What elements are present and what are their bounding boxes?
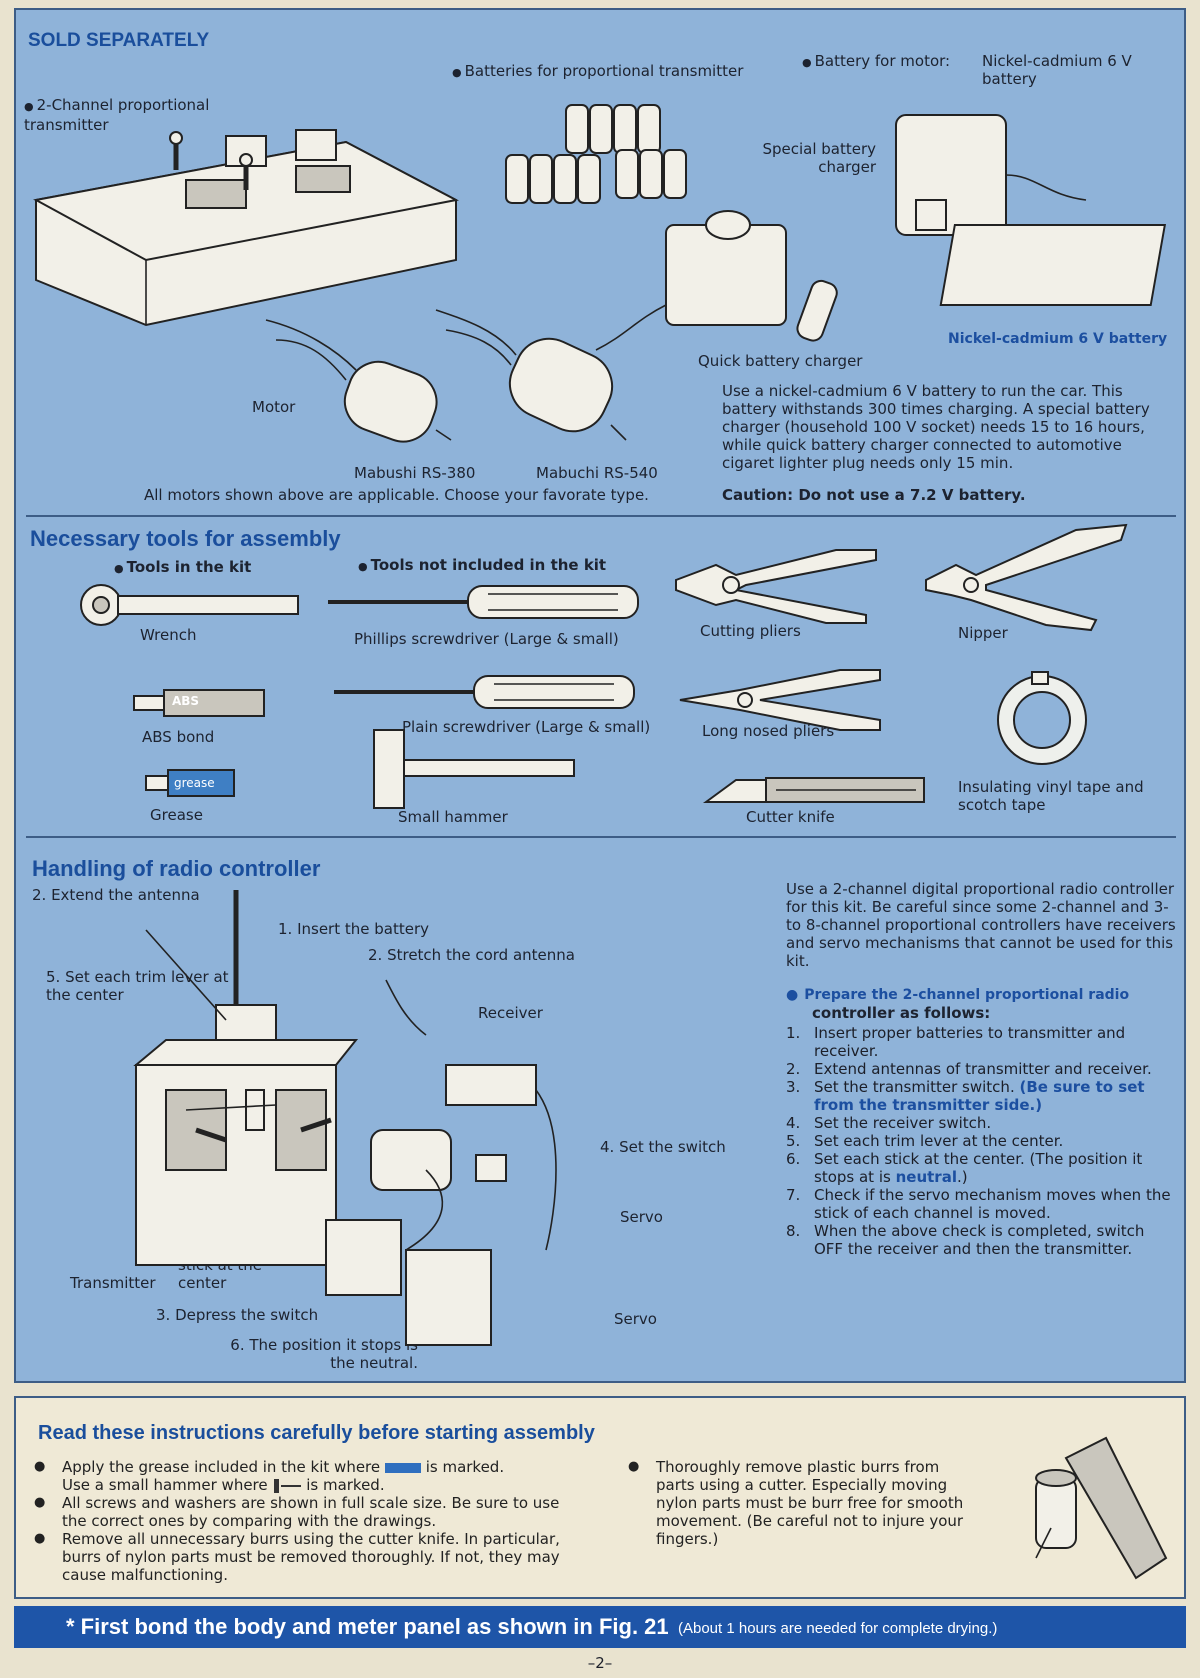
servo-label-1: Servo (620, 1208, 663, 1226)
special-charger-label: Special battery charger (762, 140, 876, 176)
plain-screwdriver-illustration (334, 675, 635, 709)
nicad-battery-label: Nickel-cadmium 6 V battery (948, 331, 1168, 347)
tools-not-in-kit-label: Tools not included in the kit (358, 556, 607, 576)
cutting-pliers-label: Cutting pliers (700, 622, 801, 640)
long-nosed-pliers-illustration (679, 669, 881, 731)
radio-steps-list: 1.Insert proper batteries to transmitter… (786, 1024, 1178, 1258)
receiver-label: Receiver (478, 1004, 543, 1022)
radio-diagram (133, 890, 557, 1346)
transmitter-illustration (33, 129, 459, 327)
step-7: 7.Check if the servo mechanism moves whe… (786, 1186, 1171, 1222)
instruction-page: SOLD SEPARATELY 2-Channel proportional t… (14, 8, 1186, 1672)
nipper-label: Nipper (958, 624, 1008, 642)
extend-antenna-label: 2. Extend the antenna (32, 886, 200, 904)
abs-bond-tube-illustration (133, 689, 265, 717)
motor-label: Motor (252, 398, 296, 416)
transmitter-diagram-label: Transmitter (70, 1274, 156, 1292)
caution-text: Caution: Do not use a 7.2 V battery. (722, 486, 1026, 504)
blue-panel: SOLD SEPARATELY 2-Channel proportional t… (14, 8, 1186, 1383)
insert-battery-label: 1. Insert the battery (278, 920, 430, 938)
step-3: 3.Set the transmitter switch. (Be sure t… (786, 1078, 1145, 1114)
grease-tube-text: grease (174, 776, 215, 790)
depress-switch-label: 3. Depress the switch (156, 1306, 319, 1324)
radio-intro: Use a 2-channel digital proportional rad… (786, 880, 1176, 970)
rs380-label: Mabushi RS-380 (354, 464, 476, 482)
banner-note-text: (About 1 hours are needed for complete d… (678, 1620, 998, 1637)
cutting-pliers-illustration (675, 549, 877, 624)
wrench-label: Wrench (140, 626, 197, 644)
read-heading: Read these instructions carefully before… (38, 1422, 595, 1444)
rs540-label: Mabuchi RS-540 (536, 464, 658, 482)
page-number: –2– (587, 1654, 613, 1672)
tape-roll-illustration (997, 671, 1087, 765)
tape-label: Insulating vinyl tape and scotch tape (958, 778, 1144, 814)
motors-note: All motors shown above are applicable. C… (144, 486, 649, 504)
read-bullets-left: Apply the grease included in the kit whe… (34, 1458, 574, 1584)
step-8: 8.When the above check is completed, swi… (786, 1222, 1145, 1258)
banner-main-text: * First bond the body and meter panel as… (66, 1614, 669, 1639)
chargers-illustration (595, 114, 1167, 351)
aa-batteries-illustration (505, 104, 687, 204)
plain-screwdriver-label: Plain screwdriver (Large & small) (402, 718, 651, 736)
wrench-illustration (80, 584, 299, 626)
cutter-knife-label: Cutter knife (746, 808, 835, 826)
tools-in-kit-label: Tools in the kit (114, 558, 252, 578)
grease-label: Grease (150, 806, 203, 824)
battery-paragraph: Use a nickel-cadmium 6 V battery to run … (722, 382, 1150, 472)
grease-tube-illustration (145, 769, 235, 797)
neutral-label: 6. The position it stops is the neutral. (230, 1336, 418, 1372)
drying-banner: * First bond the body and meter panel as… (14, 1606, 1186, 1648)
cutter-burr-illustration (1035, 1436, 1168, 1580)
read-bullet-grease: Apply the grease included in the kit whe… (34, 1458, 574, 1494)
abs-tube-text: ABS (172, 694, 200, 708)
battery-motor-label: Battery for motor: (802, 52, 950, 72)
cutter-knife-illustration (702, 777, 925, 803)
servo-label-2: Servo (614, 1310, 657, 1328)
step-2: 2.Extend antennas of transmitter and rec… (786, 1060, 1152, 1078)
hammer-illustration (373, 729, 575, 809)
set-switch-label: 4. Set the switch (600, 1138, 726, 1156)
read-bullet-burrs: Remove all unnecessary burrs using the c… (34, 1530, 574, 1584)
step-1: 1.Insert proper batteries to transmitter… (786, 1024, 1126, 1060)
abs-bond-label: ABS bond (142, 728, 215, 746)
step-4: 4.Set the receiver switch. (786, 1114, 992, 1132)
prepare-blue: ●Prepare the 2-channel proportional radi… (786, 987, 1130, 1003)
hammer-mark-icon (274, 1478, 280, 1493)
long-nosed-pliers-label: Long nosed pliers (702, 722, 835, 740)
prepare-black: controller as follows: (812, 1004, 991, 1022)
hammer-label: Small hammer (398, 808, 508, 826)
motors-illustration (265, 309, 627, 443)
phillips-label: Phillips screwdriver (Large & small) (354, 630, 619, 648)
read-bullet-plastic: Thoroughly remove plastic burrs from par… (628, 1458, 968, 1548)
batteries-label: Batteries for proportional transmitter (452, 62, 744, 82)
stretch-cord-label: 2. Stretch the cord antenna (368, 946, 575, 964)
grease-mark-icon (384, 1462, 421, 1473)
radio-heading: Handling of radio controller (32, 856, 321, 881)
phillips-screwdriver-illustration (328, 585, 639, 619)
quick-charger-label: Quick battery charger (698, 352, 863, 370)
tools-heading: Necessary tools for assembly (30, 526, 341, 551)
step-6: 6.Set each stick at the center. (The pos… (786, 1150, 1143, 1186)
step-5: 5.Set each trim lever at the center. (786, 1132, 1064, 1150)
sold-separately-heading: SOLD SEPARATELY (28, 30, 210, 51)
read-bullets-right: Thoroughly remove plastic burrs from par… (628, 1458, 968, 1548)
read-instructions-box: Read these instructions carefully before… (14, 1396, 1186, 1599)
transmitter-label: 2-Channel proportional transmitter (24, 96, 234, 134)
battery-motor-value: Nickel-cadmium 6 V battery (982, 52, 1132, 88)
nipper-illustration (925, 523, 1128, 632)
read-bullet-screws: All screws and washers are shown in full… (34, 1494, 574, 1530)
